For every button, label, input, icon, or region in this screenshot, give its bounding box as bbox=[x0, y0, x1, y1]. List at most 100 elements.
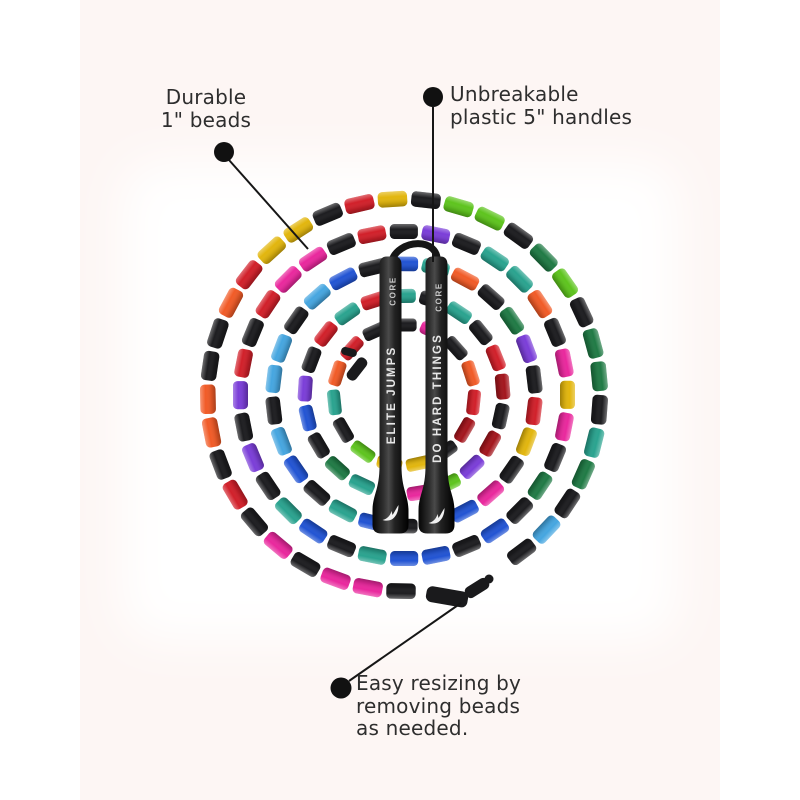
bead bbox=[544, 442, 567, 472]
bead bbox=[298, 246, 328, 272]
bead bbox=[405, 455, 432, 472]
bead bbox=[477, 480, 505, 507]
bead bbox=[410, 191, 441, 210]
bead bbox=[284, 306, 309, 335]
bead bbox=[275, 497, 302, 525]
bead bbox=[507, 538, 537, 566]
bead bbox=[390, 551, 419, 566]
bead bbox=[469, 319, 493, 346]
bead bbox=[590, 361, 608, 392]
wing-logo-icon bbox=[428, 508, 445, 524]
left-handle: CORE ELITE JUMPS bbox=[372, 256, 409, 534]
resize-callout-line bbox=[348, 602, 462, 682]
bead bbox=[303, 283, 331, 310]
bead bbox=[527, 289, 553, 319]
bead bbox=[334, 302, 361, 326]
bead bbox=[326, 233, 356, 255]
bead bbox=[348, 474, 376, 495]
bead bbox=[241, 318, 264, 348]
bead-rings bbox=[199, 190, 608, 599]
bead bbox=[480, 246, 509, 272]
resize-callout-dot bbox=[330, 677, 352, 699]
bead bbox=[571, 459, 595, 490]
bead bbox=[307, 432, 330, 459]
bead bbox=[240, 507, 268, 537]
bead bbox=[503, 222, 534, 249]
bead bbox=[283, 455, 309, 484]
bead bbox=[235, 260, 263, 290]
bead bbox=[320, 567, 351, 590]
bead bbox=[529, 243, 558, 272]
left-handle-collar-label: CORE bbox=[389, 276, 398, 306]
right-handle-body bbox=[418, 256, 455, 534]
bead bbox=[582, 328, 604, 359]
left-handle-brand-label: ELITE JUMPS bbox=[386, 346, 398, 445]
bead bbox=[527, 471, 553, 500]
bead bbox=[421, 225, 451, 244]
bead bbox=[265, 364, 283, 394]
bead bbox=[314, 321, 338, 347]
bead bbox=[328, 499, 358, 523]
bead bbox=[466, 389, 482, 416]
bead bbox=[459, 454, 485, 480]
beads-callout-line bbox=[228, 159, 309, 250]
rope-inner-end bbox=[341, 346, 368, 381]
bead bbox=[301, 346, 322, 374]
left-handle-body bbox=[372, 256, 409, 534]
bead bbox=[494, 373, 511, 400]
bead bbox=[298, 404, 317, 432]
bead bbox=[332, 417, 354, 443]
rope-top-arc bbox=[387, 240, 441, 268]
bead bbox=[271, 426, 292, 456]
bead bbox=[516, 334, 537, 364]
bead bbox=[218, 287, 244, 318]
bead bbox=[485, 344, 506, 372]
bead bbox=[506, 497, 534, 524]
bead bbox=[327, 389, 342, 416]
bead bbox=[207, 318, 229, 349]
bead bbox=[525, 396, 543, 426]
bead bbox=[544, 317, 566, 347]
bead bbox=[233, 381, 248, 410]
bead bbox=[290, 552, 321, 577]
bead bbox=[329, 267, 358, 291]
bead bbox=[297, 375, 313, 402]
bead bbox=[450, 499, 479, 523]
bead bbox=[324, 456, 350, 481]
bead bbox=[554, 348, 574, 378]
bead bbox=[271, 334, 293, 363]
bead bbox=[274, 266, 302, 293]
bead bbox=[477, 284, 505, 310]
bead bbox=[555, 412, 574, 442]
bead bbox=[357, 225, 387, 245]
bead bbox=[222, 479, 248, 510]
bead bbox=[491, 402, 510, 430]
bead bbox=[377, 190, 408, 208]
bead bbox=[199, 384, 216, 414]
beads-callout-dot bbox=[214, 142, 234, 162]
bead bbox=[327, 535, 357, 558]
bead bbox=[450, 267, 480, 291]
bead bbox=[255, 471, 281, 501]
bead bbox=[552, 268, 578, 298]
bead bbox=[201, 417, 222, 448]
bead bbox=[357, 546, 387, 565]
bead bbox=[499, 455, 524, 484]
bead bbox=[569, 297, 594, 328]
bead bbox=[209, 449, 232, 480]
bead bbox=[443, 196, 474, 218]
bead bbox=[257, 236, 286, 264]
jump-rope-coil bbox=[199, 190, 608, 608]
right-handle-brand-label: DO HARD THINGS bbox=[432, 333, 444, 463]
bead bbox=[303, 480, 331, 506]
bead bbox=[451, 232, 481, 255]
right-handle-collar-label: CORE bbox=[435, 282, 444, 312]
bead bbox=[461, 360, 480, 387]
rope-end-tip bbox=[425, 574, 494, 608]
bead bbox=[200, 350, 220, 381]
bead bbox=[344, 194, 375, 215]
wing-logo-icon bbox=[382, 505, 399, 521]
bead bbox=[480, 518, 510, 544]
bead bbox=[352, 578, 383, 598]
